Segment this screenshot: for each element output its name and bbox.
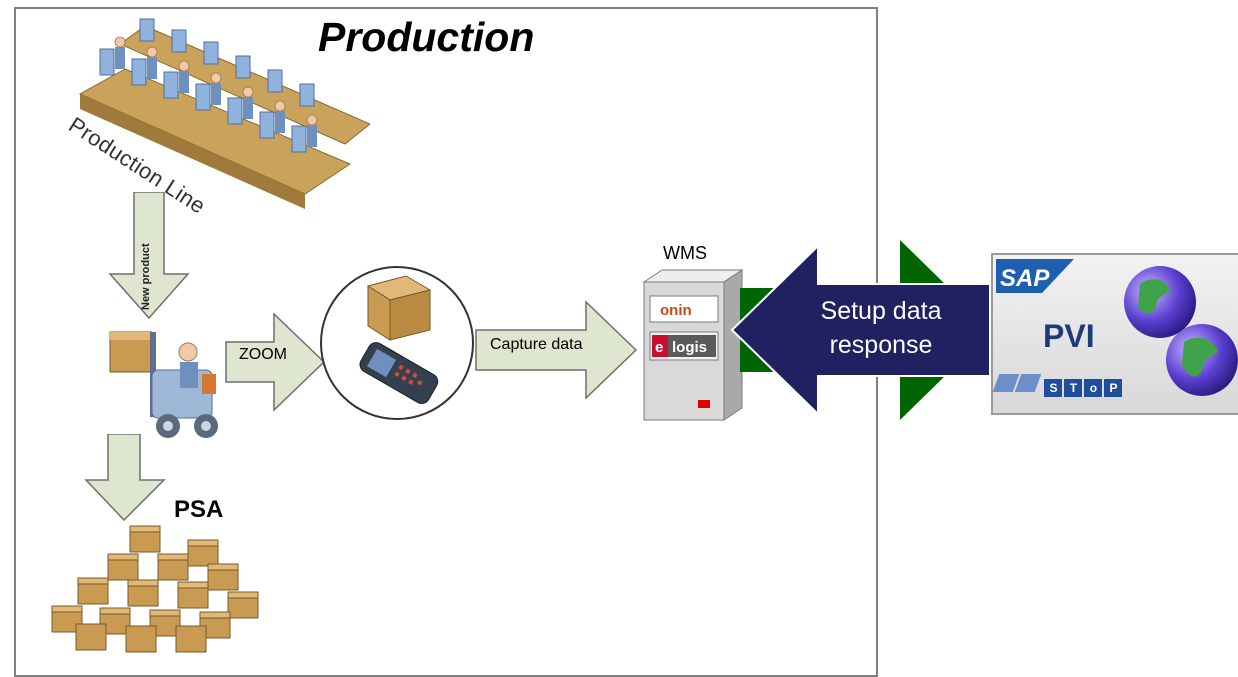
e-logo: e [655, 339, 663, 356]
production-line-illustration [78, 18, 370, 209]
scanner-icon [359, 342, 439, 404]
boxes-pile-illustration [51, 525, 259, 653]
forklift-illustration [109, 331, 218, 438]
svg-text:SAP: SAP [1000, 265, 1050, 292]
globe-icons [1124, 266, 1238, 396]
capture-data-label: Capture data [490, 336, 583, 353]
sap-logo: SAP [996, 259, 1074, 293]
new-product-label: New product [140, 243, 152, 310]
pvi-label: PVI [1043, 318, 1095, 354]
setup-response-line2: response [829, 331, 933, 359]
onin-logo: onin [660, 302, 692, 319]
psa-label: PSA [174, 496, 224, 523]
logis-logo: logis [672, 339, 707, 356]
zoom-label: ZOOM [239, 346, 287, 363]
zoom-arrow [225, 312, 326, 412]
package-icon [366, 275, 432, 341]
setup-response-arrow [730, 244, 991, 417]
zoom-circle [320, 266, 474, 420]
capture-data-arrow [475, 300, 638, 400]
setup-response-line1: Setup data [820, 297, 942, 325]
new-product-arrow [108, 192, 190, 320]
setup-response-label: Setup data response [786, 294, 976, 362]
wms-server: onin e logis [642, 269, 744, 421]
psa-arrow [84, 434, 166, 522]
page-title: Production [318, 14, 535, 60]
wms-label: WMS [663, 243, 707, 263]
